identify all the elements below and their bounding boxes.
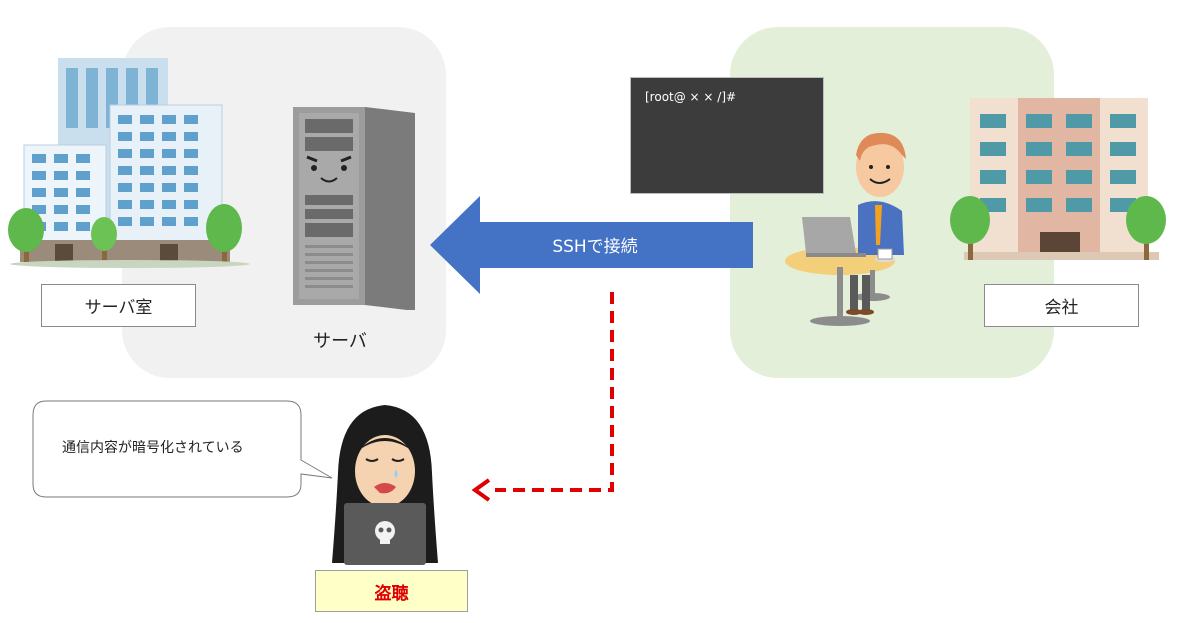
server-tower-icon (293, 107, 415, 310)
server-caption: サーバ (313, 331, 367, 352)
ssh-connection-label: SSHで接続 (552, 237, 638, 257)
terminal-prompt: [root@ × × /]# (645, 90, 737, 104)
speech-bubble (32, 400, 333, 498)
intercept-arrow (471, 292, 614, 502)
office-building-icon (950, 98, 1166, 260)
office-label: 会社 (984, 284, 1139, 327)
hacker-icon (332, 405, 438, 565)
server-room-label: サーバ室 (41, 284, 196, 327)
speech-bubble-text: 通信内容が暗号化されている (62, 440, 244, 456)
terminal-window: [root@ × × /]# (630, 77, 824, 194)
eavesdrop-label: 盗聴 (315, 570, 468, 612)
office-worker-icon (785, 132, 906, 326)
ssh-connection-arrow (430, 196, 753, 294)
server-room-building-icon (8, 58, 250, 268)
